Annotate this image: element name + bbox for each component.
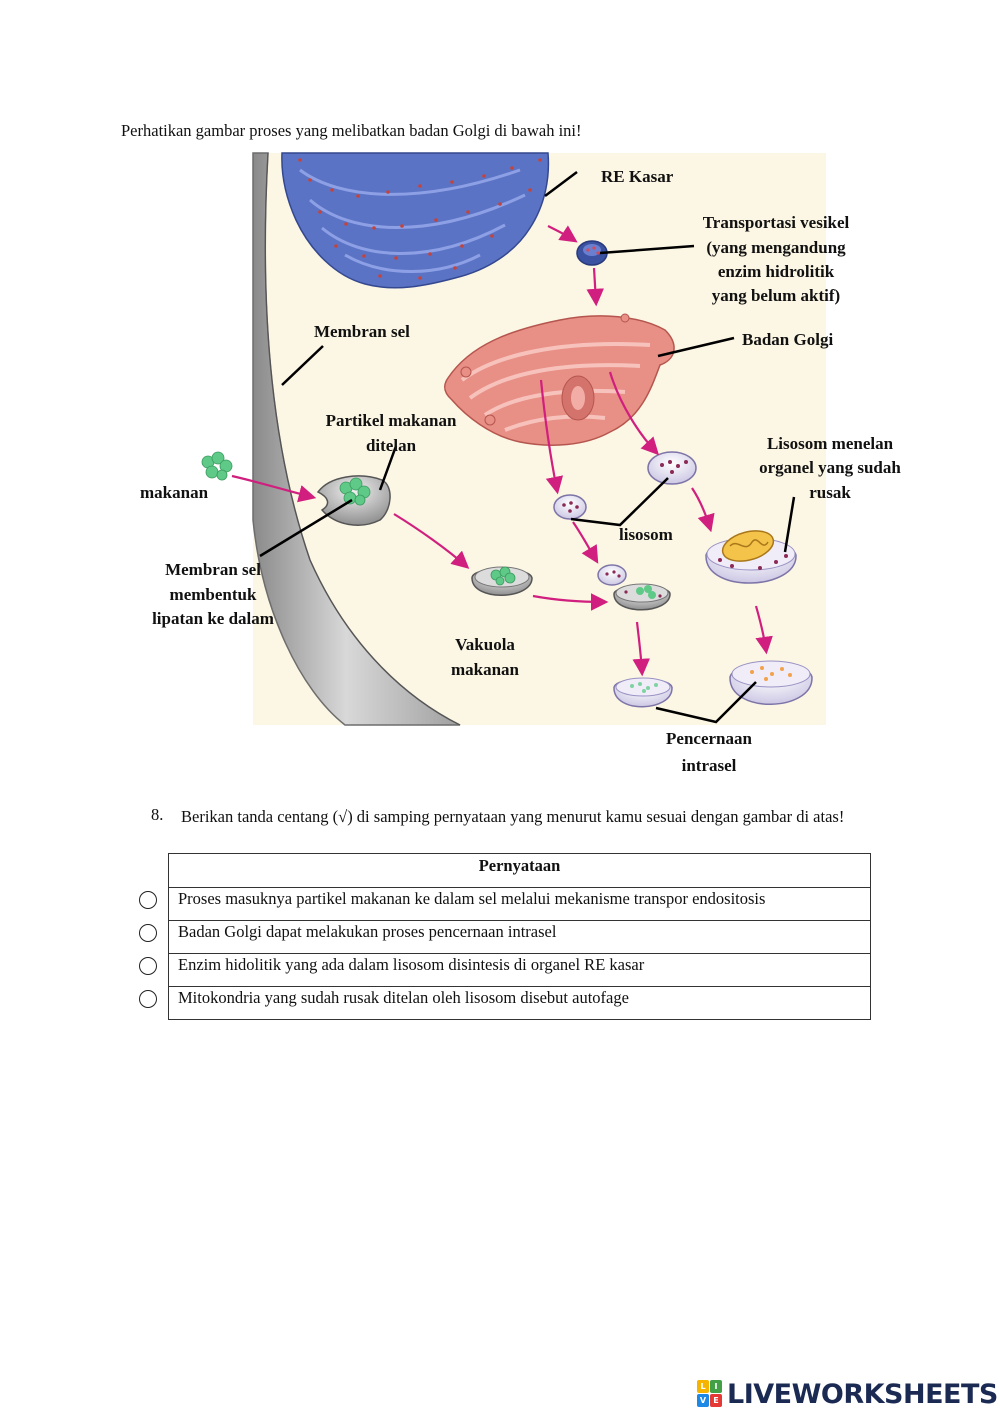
label-membran-sel: Membran sel: [314, 322, 410, 341]
food-particle: [201, 451, 233, 481]
label-partikel-line-1: Partikel makanan: [325, 411, 457, 430]
logo-mark-icon: L I V E: [697, 1380, 723, 1408]
liveworksheets-logo: L I V E LIVEWORKSHEETS: [697, 1377, 998, 1411]
question-number: 8.: [151, 805, 164, 824]
statement-table: Pernyataan Proses masuknya partikel maka…: [168, 853, 871, 1020]
label-lisosom-menelan-line-3: rusak: [809, 483, 851, 502]
question-text: Berikan tanda centang (√) di samping per…: [181, 807, 845, 826]
membrane-invagination: [316, 475, 391, 526]
process-arrows: [231, 225, 773, 677]
label-pencernaan-line-2: intrasel: [681, 756, 737, 775]
digestion-vesicle-left: [613, 677, 673, 708]
table-header: Pernyataan: [168, 853, 871, 888]
intro-text: Perhatikan gambar proses yang melibatkan…: [121, 121, 582, 140]
label-lipatan-line-3: lipatan ke dalam: [152, 609, 274, 628]
statement-3-radio[interactable]: [139, 957, 157, 975]
lysosome-large: [647, 451, 697, 485]
statement-2-radio[interactable]: [139, 924, 157, 942]
label-lisosom: lisosom: [619, 525, 673, 544]
lysosome-small: [553, 494, 587, 520]
lysosome-with-mitochondrion: [705, 530, 797, 584]
table-row: Badan Golgi dapat melakukan proses pence…: [168, 920, 871, 954]
label-pencernaan-line-1: Pencernaan: [666, 729, 752, 748]
digestion-vesicle-right: [729, 660, 813, 705]
transport-vesicle: [576, 240, 608, 266]
label-vakuola-line-1: Vakuola: [455, 635, 515, 654]
food-vacuole: [471, 566, 533, 596]
statement-text: Enzim hidolitik yang ada dalam lisosom d…: [168, 953, 871, 987]
label-transport-line-3: enzim hidrolitik: [717, 262, 835, 281]
statement-text: Badan Golgi dapat melakukan proses pence…: [168, 920, 871, 954]
cell-diagram: [201, 152, 826, 726]
golgi-process-figure: RE Kasar Transportasi vesikel (yang meng…: [140, 152, 901, 775]
label-transport-line-4: yang belum aktif): [711, 286, 841, 305]
statement-4-radio[interactable]: [139, 990, 157, 1008]
statement-text: Proses masuknya partikel makanan ke dala…: [168, 887, 871, 921]
label-badan-golgi: Badan Golgi: [742, 330, 834, 349]
golgi-body-shape: [443, 313, 675, 446]
label-vakuola-line-2: makanan: [450, 660, 520, 679]
label-transport-line-2: (yang mengandung: [706, 238, 846, 257]
label-re-kasar: RE Kasar: [601, 167, 674, 186]
label-lipatan-line-2: membentuk: [169, 585, 257, 604]
statement-1-radio[interactable]: [139, 891, 157, 909]
statement-text: Mitokondria yang sudah rusak ditelan ole…: [168, 986, 871, 1020]
label-leader-lines: [259, 171, 796, 724]
table-row: Proses masuknya partikel makanan ke dala…: [168, 887, 871, 921]
label-lipatan-line-1: Membran sel: [165, 560, 261, 579]
label-makanan: makanan: [140, 483, 209, 502]
lysosome-fusing: [597, 564, 671, 611]
rough-er-shape: [281, 152, 550, 289]
label-partikel-line-2: ditelan: [365, 436, 417, 455]
label-lisosom-menelan-line-1: Lisosom menelan: [766, 434, 894, 453]
logo-text: LIVEWORKSHEETS: [727, 1378, 998, 1410]
table-row: Enzim hidolitik yang ada dalam lisosom d…: [168, 953, 871, 987]
table-row: Mitokondria yang sudah rusak ditelan ole…: [168, 986, 871, 1020]
label-lisosom-menelan-line-2: organel yang sudah: [759, 458, 901, 477]
label-transport-line-1: Transportasi vesikel: [702, 213, 850, 232]
